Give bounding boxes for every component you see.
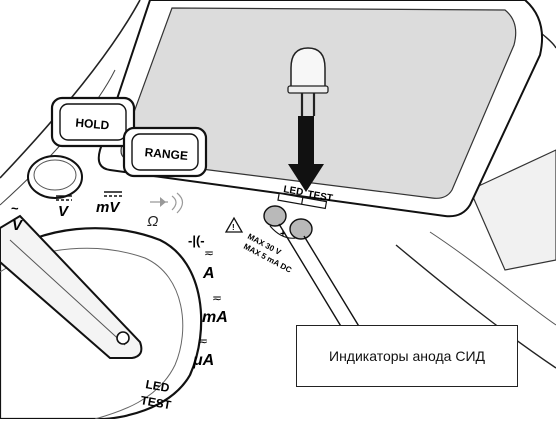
v-dc-lines-icon	[56, 195, 72, 201]
meter-edge-right-lower	[395, 244, 556, 369]
warning-triangle-icon: !	[224, 216, 244, 233]
capacitor-icon: -|(-	[188, 233, 205, 248]
led-socket-right[interactable]	[289, 218, 313, 240]
led-test-socket-bracket	[277, 192, 328, 210]
svg-text:!: !	[232, 223, 235, 232]
hold-button[interactable]: HOLD	[50, 96, 136, 148]
dial-label-v-dc: V	[58, 203, 70, 220]
dial-label-ua: μA	[192, 352, 214, 369]
ua-tilde-icon: ≂	[198, 334, 208, 348]
meter-side-face	[469, 149, 556, 271]
anode-indicator-callout: Индикаторы анода СИД	[296, 325, 518, 387]
callout-leader-left	[278, 223, 343, 329]
dial-label-v-ac: V	[12, 217, 24, 234]
polarity-arc	[269, 225, 297, 239]
led-bulb-icon	[287, 47, 329, 122]
range-button-label: RANGE	[144, 145, 188, 163]
dial-pointer-dot	[116, 331, 130, 345]
insert-arrow-icon	[288, 116, 324, 192]
a-tilde-icon: ≂	[204, 246, 214, 260]
display-screen	[120, 7, 517, 199]
dial-label-ohm: Ω	[147, 213, 158, 230]
round-button[interactable]	[27, 155, 83, 199]
led-socket-left[interactable]	[263, 205, 287, 227]
callout-text: Индикаторы анода СИД	[329, 348, 485, 364]
dial-knob[interactable]	[0, 214, 143, 359]
ma-tilde-icon: ≂	[212, 291, 222, 305]
polarity-sign: +	[280, 229, 286, 240]
callout-leader-right	[303, 235, 361, 329]
dial-label-test: TEST	[139, 393, 172, 412]
hold-button-label: HOLD	[75, 116, 110, 133]
meter-edge-left	[0, 0, 141, 179]
continuity-diode-icon	[150, 192, 184, 214]
meter-edge-right-lower-2	[429, 231, 556, 326]
dial-label-ma: mA	[202, 309, 228, 326]
v-ac-tilde-icon: ~	[11, 201, 19, 216]
dial-label-led: LED	[144, 377, 170, 395]
mv-lines-icon	[104, 191, 122, 197]
range-button[interactable]: RANGE	[122, 126, 208, 178]
dial-label-a: A	[202, 265, 215, 282]
dial-label-mv: mV	[96, 199, 121, 216]
